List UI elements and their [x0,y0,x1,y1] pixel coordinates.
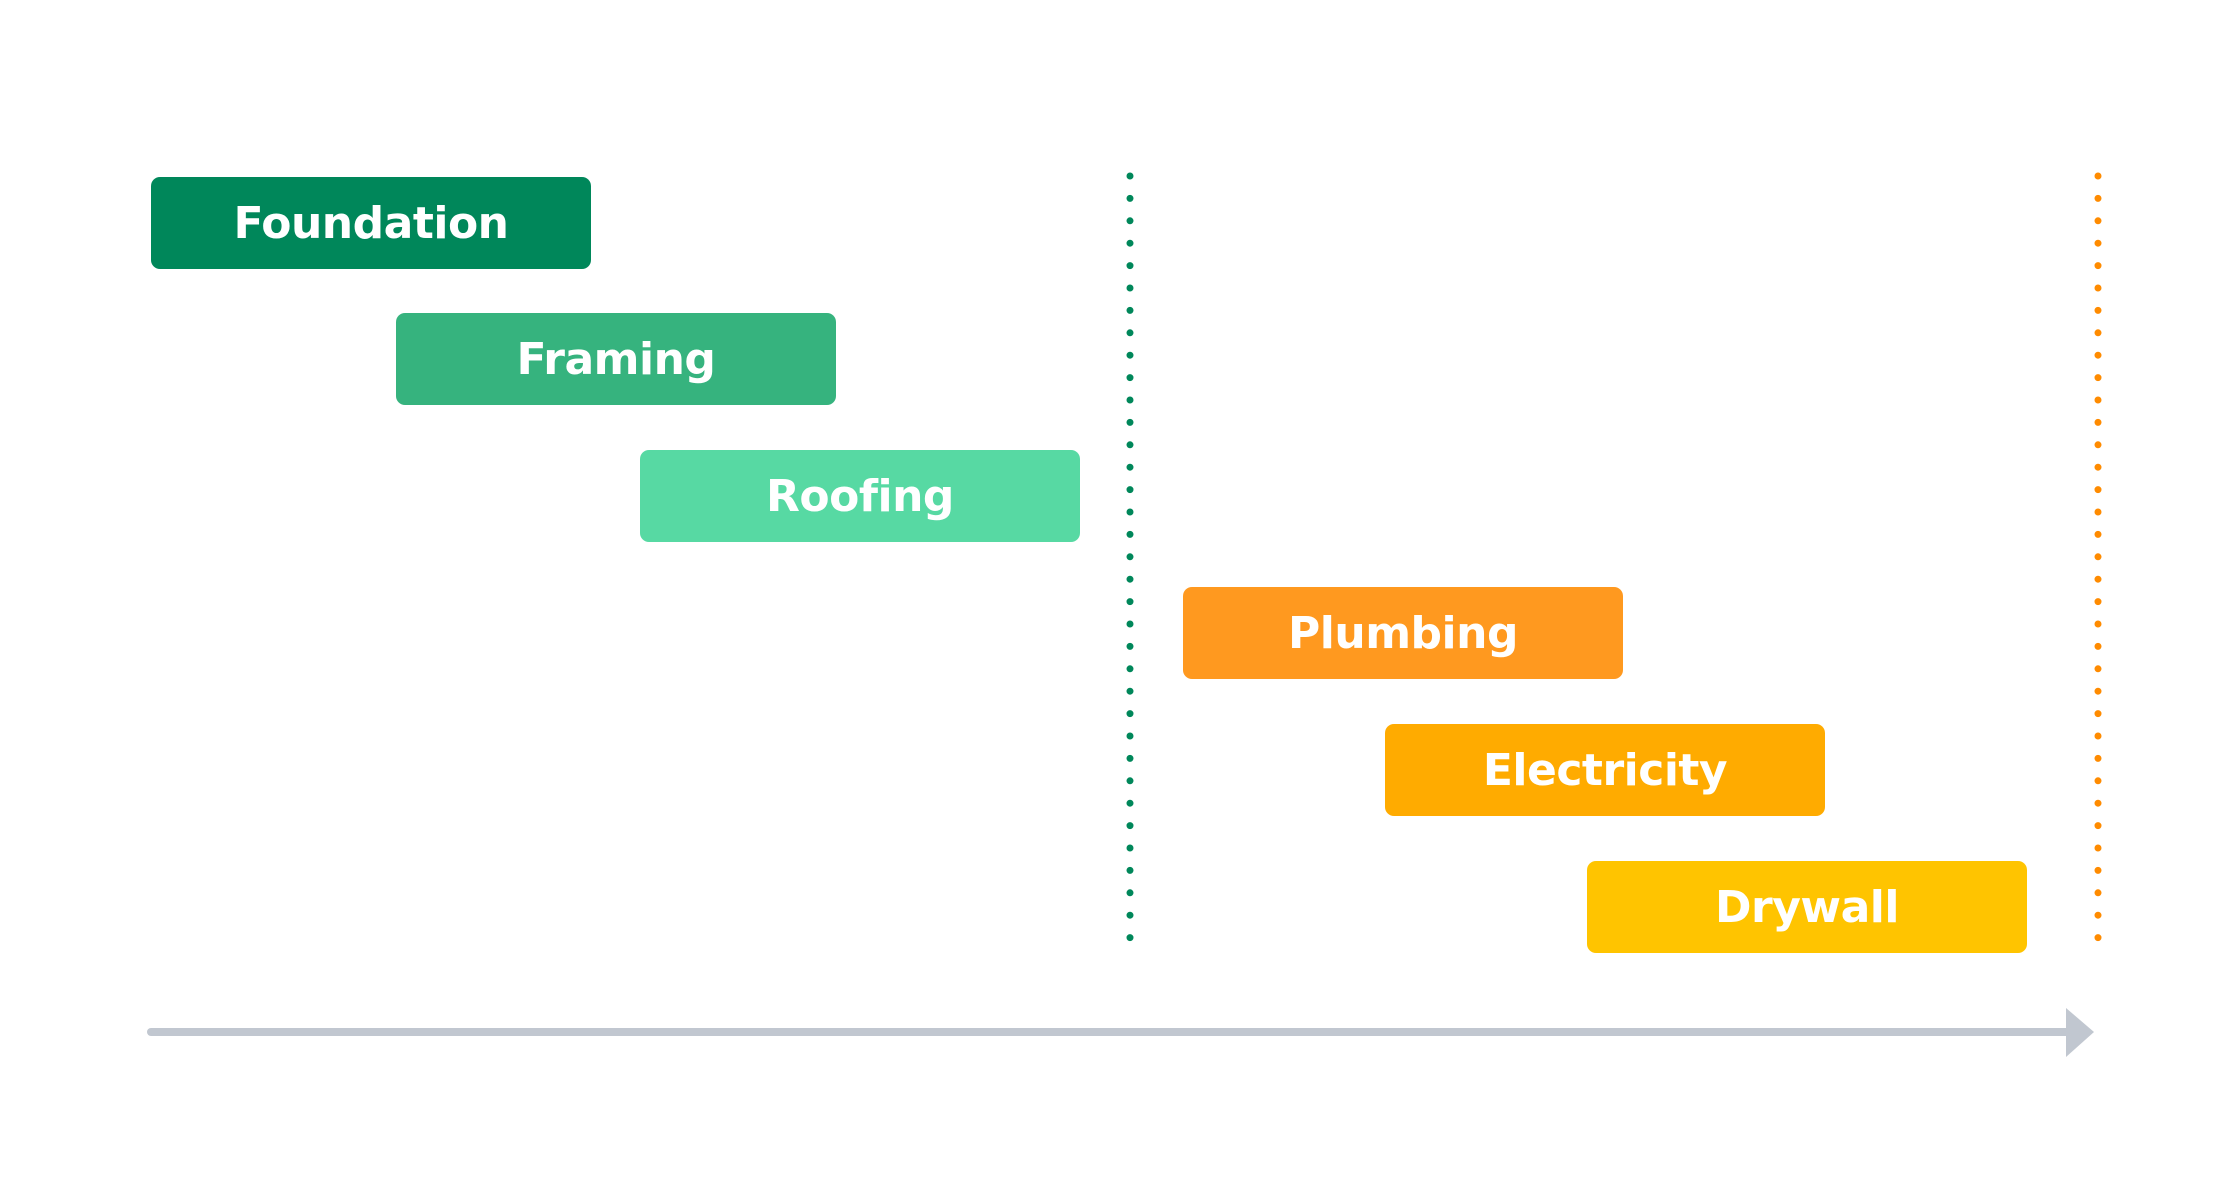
milestone-line-orange [2094,172,2102,958]
task-bar-roofing: Roofing [640,450,1080,542]
milestone-line-green [1126,172,1134,958]
arrow-head-icon [2066,1008,2094,1057]
task-bar-foundation: Foundation [151,177,591,269]
task-label: Electricity [1482,744,1728,796]
task-label: Drywall [1715,881,1899,933]
task-bar-drywall: Drywall [1587,861,2027,953]
task-bar-electricity: Electricity [1385,724,1825,816]
task-label: Plumbing [1288,607,1518,659]
task-label: Framing [516,333,716,385]
task-label: Roofing [766,470,954,522]
task-bar-plumbing: Plumbing [1183,587,1623,679]
task-label: Foundation [233,197,509,249]
task-bar-framing: Framing [396,313,836,405]
